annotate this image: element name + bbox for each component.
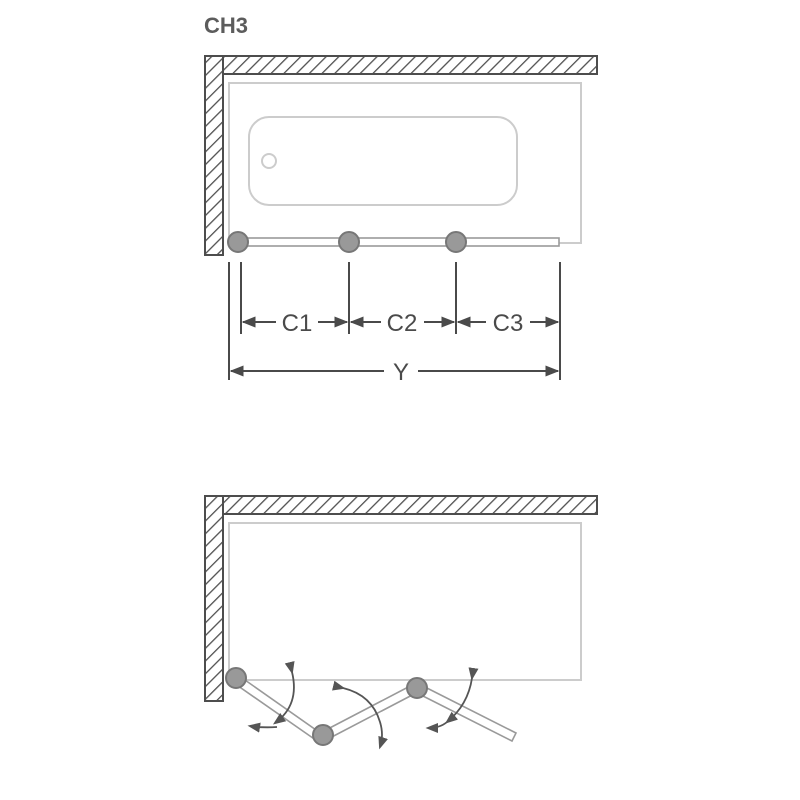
swing-arrow-icon [272,661,295,725]
swing-arrow-icon [425,721,448,734]
dimension-c1: C1 [241,310,349,337]
dimension-label-c2: C2 [387,310,418,337]
hinge-icon [312,724,334,746]
swing-arrow-icon [332,680,388,750]
dimension-label-c3: C3 [493,310,524,337]
swing-arrows [247,661,479,750]
dimension-c2: C2 [349,310,456,337]
bathtub-folding-view [228,522,582,681]
top-view-folding [204,495,598,750]
dimension-label-c1: C1 [282,310,313,337]
dimension-extension-lines [228,262,561,380]
swing-arrow-icon [445,667,479,724]
dimension-c3: C3 [456,310,560,337]
hinge-icon [338,231,360,253]
bathtub-top-view [228,82,582,244]
wall-folding-view [204,495,598,702]
hinge-icon [445,231,467,253]
dimension-y: Y [229,359,560,386]
dimension-label-y: Y [393,359,409,386]
hinge-icon [227,231,249,253]
wall-top-view [204,55,598,256]
screen-panels-closed [233,237,560,247]
diagram-title: CH3 [204,13,248,38]
hinge-icon [225,667,247,689]
hinge-icon [406,677,428,699]
swing-arrow-icon [247,722,278,733]
top-view-closed: C1 C2 C3 Y [204,55,598,386]
